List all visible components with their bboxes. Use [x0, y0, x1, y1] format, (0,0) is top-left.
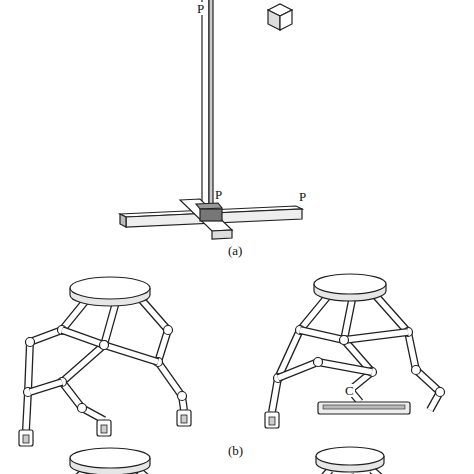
link-outline [30, 382, 62, 392]
foot [19, 430, 33, 446]
link-body [62, 302, 116, 420]
cross-link [62, 330, 158, 362]
leg [316, 470, 330, 474]
foot-slot [181, 415, 187, 423]
rail-end [120, 214, 126, 227]
prismatic-rail [318, 402, 410, 414]
cross-link [278, 358, 372, 379]
revolute-joint [100, 341, 109, 350]
seat-top [70, 448, 150, 468]
foot-block [97, 420, 111, 436]
link-body [278, 362, 372, 378]
vertical-bar-side [209, 0, 213, 204]
subfigure-label: (b) [227, 444, 244, 457]
cube-side [268, 10, 280, 30]
link-outline [372, 470, 390, 474]
stool-seat [316, 447, 384, 472]
slider-top [196, 203, 222, 209]
leg [272, 296, 328, 412]
link-outline [62, 330, 158, 362]
revolute-joint [164, 326, 173, 335]
cube-front [280, 10, 292, 30]
link-outline [62, 302, 116, 420]
cross-link [30, 382, 62, 392]
revolute-joint [412, 366, 421, 375]
leg [140, 298, 187, 410]
leg-links [19, 274, 445, 474]
rail-groove [323, 405, 405, 409]
link-outline [344, 300, 372, 402]
foot-block [177, 410, 191, 426]
joint-label: P [298, 190, 307, 203]
link-body [300, 330, 408, 340]
foot [97, 420, 111, 436]
link-outline [140, 298, 184, 410]
revolute-joint [178, 392, 187, 401]
seat-top [314, 274, 386, 294]
link-body [376, 296, 440, 410]
revolute-joint [340, 336, 349, 345]
foot [177, 410, 191, 426]
foot-slot [23, 435, 29, 443]
leg [372, 470, 390, 474]
seat-top [70, 277, 150, 299]
stool-seat [314, 274, 386, 301]
link-body [272, 296, 328, 412]
link-body [344, 300, 372, 402]
leg [376, 296, 445, 410]
link-body [62, 330, 158, 362]
link-body [372, 470, 390, 474]
link-outline [300, 330, 408, 340]
leg [340, 300, 377, 402]
link-body [30, 382, 62, 392]
subfigure-label: (a) [227, 244, 243, 257]
foot-block [265, 412, 279, 428]
revolute-joint [26, 338, 35, 347]
joint-label: P [214, 188, 223, 201]
cross-rail-front [212, 230, 232, 239]
foot-slot [101, 425, 107, 433]
link-outline [376, 296, 440, 410]
link-outline [278, 362, 372, 378]
joint-label: C [344, 384, 355, 397]
slider-block [200, 209, 222, 221]
revolute-joint [100, 341, 109, 350]
revolute-joint [340, 336, 349, 345]
foot-slot [269, 417, 275, 425]
link-outline [316, 470, 330, 474]
revolute-joint [78, 404, 87, 413]
leg [58, 302, 117, 420]
seat-top [316, 447, 384, 465]
stool-seat [70, 448, 150, 474]
cross-rail-top [180, 199, 232, 231]
revolute-joint [436, 388, 445, 397]
foot-block [19, 430, 33, 446]
t-joint-figure [120, 0, 302, 239]
revolute-joint [314, 358, 323, 367]
cross-link [300, 330, 408, 345]
stool-seat [70, 277, 150, 306]
foot [265, 412, 279, 428]
vertical-bar [202, 0, 209, 204]
joint-label: P [196, 2, 205, 15]
link-body [140, 298, 184, 410]
link-body [316, 470, 330, 474]
link-outline [272, 296, 328, 412]
